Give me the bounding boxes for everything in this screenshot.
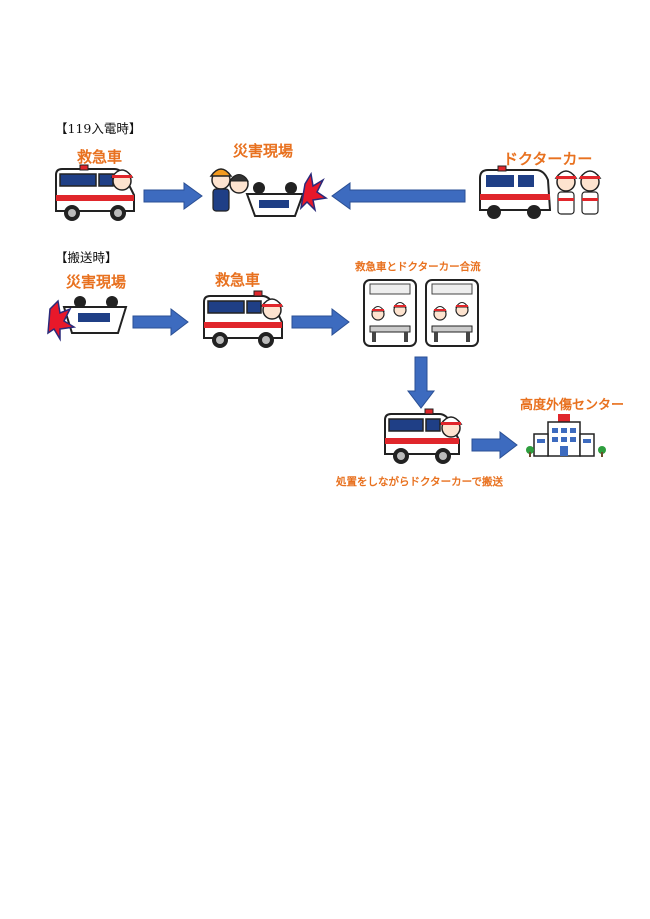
vehicle-interior-icon	[425, 279, 479, 347]
arrow-down-icon	[406, 356, 436, 409]
arrow-left-icon	[331, 182, 466, 210]
label-ambulance-transport: 救急車	[215, 271, 261, 289]
ambulance-icon	[203, 290, 284, 348]
label-scene-call: 災害現場	[233, 142, 294, 160]
arrow-right-icon	[291, 307, 350, 337]
ambulance-icon	[55, 164, 135, 221]
section-heading-transport: 【搬送時】	[55, 250, 118, 265]
doctor-car-icon	[479, 165, 602, 219]
section-heading-call: 【119入電時】	[55, 121, 142, 136]
hospital-icon	[526, 414, 606, 457]
label-ambulance-call: 救急車	[77, 148, 123, 166]
arrow-right-icon	[471, 430, 518, 460]
arrow-right-icon	[132, 307, 189, 337]
arrow-right-icon	[143, 182, 203, 210]
doctor-car-icon	[384, 408, 463, 464]
label-treatment-note: 処置をしながらドクターカーで搬送	[336, 476, 503, 488]
accident-scene-icon	[209, 168, 329, 217]
label-doctor-car: ドクターカー	[503, 150, 593, 168]
label-merge: 救急車とドクターカー合流	[355, 261, 481, 273]
crashed-car-icon	[47, 296, 128, 342]
vehicle-interior-icon	[363, 279, 417, 347]
label-scene-transport: 災害現場	[66, 273, 127, 291]
label-trauma-center: 高度外傷センター	[520, 398, 625, 413]
